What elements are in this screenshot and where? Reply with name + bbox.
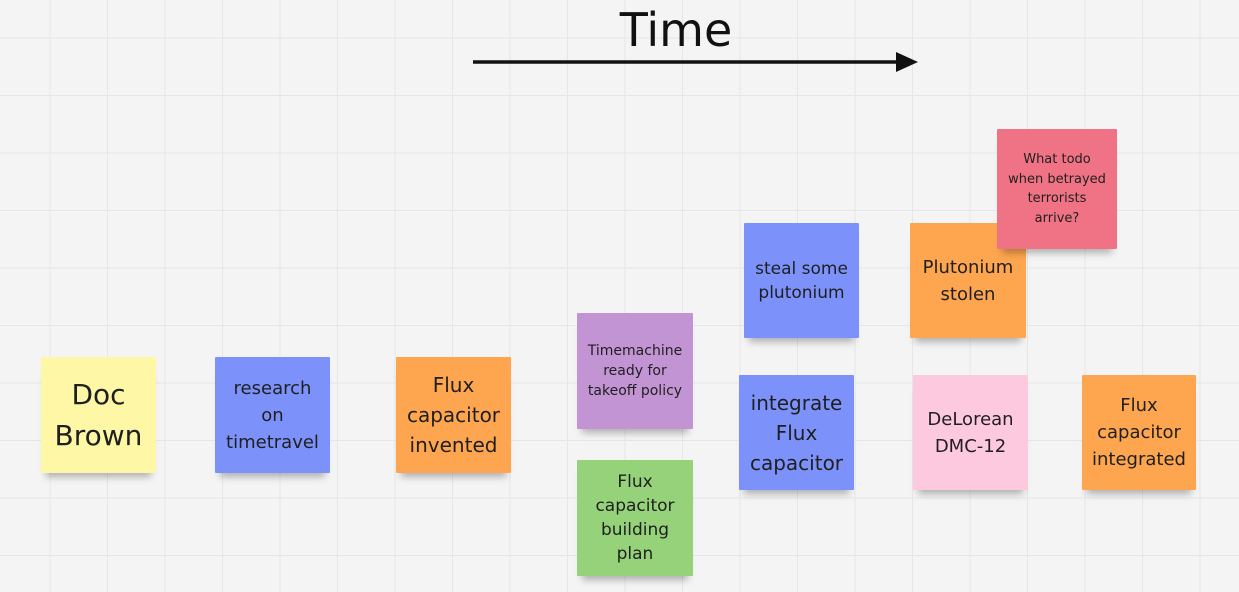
sticky-note-flux-capacitor-integrated[interactable]: Flux capacitor integrated [1082, 375, 1196, 490]
time-arrow[interactable] [472, 50, 922, 74]
sticky-note-text: What todo when betrayed terrorists arriv… [1008, 152, 1106, 226]
sticky-note-terrorists-arrive[interactable]: What todo when betrayed terrorists arriv… [997, 129, 1117, 249]
sticky-note-timemachine-takeoff-policy[interactable]: Timemachine ready for takeoff policy [577, 313, 693, 429]
sticky-note-text: Timemachine ready for takeoff policy [587, 343, 683, 399]
sticky-note-flux-capacitor-invented[interactable]: Flux capacitor invented [396, 357, 511, 473]
sticky-note-doc-brown[interactable]: Doc Brown [41, 357, 156, 473]
sticky-note-text: Flux capacitor invented [406, 373, 501, 457]
time-title[interactable]: Time [619, 3, 733, 57]
sticky-note-integrate-flux-capacitor[interactable]: integrate Flux capacitor [739, 375, 854, 490]
sticky-note-flux-capacitor-building-plan[interactable]: Flux capacitor building plan [577, 460, 693, 576]
sticky-note-text: Flux capacitor integrated [1092, 395, 1186, 470]
sticky-note-text: DeLorean DMC-12 [927, 408, 1014, 457]
sticky-note-delorean[interactable]: DeLorean DMC-12 [913, 375, 1028, 490]
sticky-note-text: Flux capacitor building plan [595, 472, 675, 564]
sticky-note-text: steal some plutonium [755, 258, 848, 303]
sticky-note-steal-plutonium[interactable]: steal some plutonium [744, 223, 859, 338]
sticky-note-text: integrate Flux capacitor [749, 390, 844, 475]
sticky-note-research-timetravel[interactable]: research on timetravel [215, 357, 330, 473]
sticky-note-text: research on timetravel [226, 377, 319, 453]
sticky-note-text: Doc Brown [54, 378, 143, 452]
sticky-note-text: Plutonium stolen [922, 256, 1014, 305]
